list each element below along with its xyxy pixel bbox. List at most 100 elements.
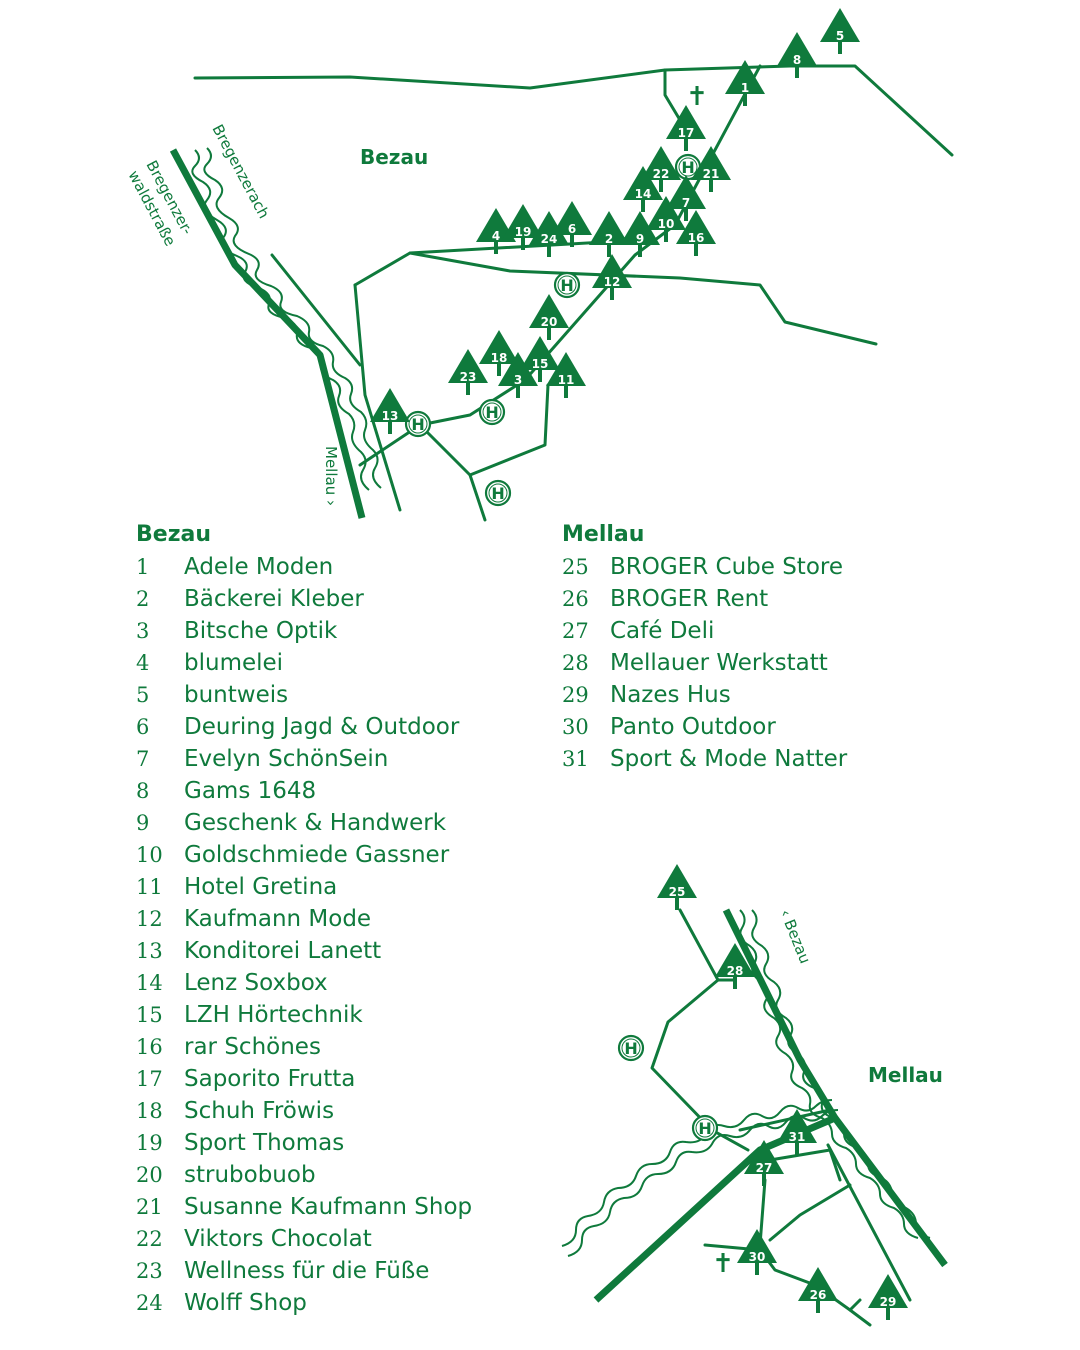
shop-marker-30[interactable]: 30 (737, 1229, 777, 1275)
legend-item-name: Viktors Chocolat (184, 1226, 372, 1252)
shop-marker-15[interactable]: 15 (520, 336, 560, 382)
svg-text:H: H (681, 158, 694, 177)
shop-marker-27[interactable]: 27 (744, 1140, 784, 1186)
legend-item-number: 20 (136, 1163, 163, 1187)
shop-marker-18[interactable]: 18 (479, 330, 519, 376)
shop-marker-6[interactable]: 6 (552, 201, 592, 247)
svg-text:26: 26 (810, 1288, 827, 1302)
bus-stop-icon[interactable]: H (404, 410, 432, 438)
svg-text:9: 9 (636, 232, 644, 246)
shop-marker-19[interactable]: 19 (503, 204, 543, 250)
shop-marker-21[interactable]: 21 (691, 146, 731, 192)
svg-text:17: 17 (678, 126, 695, 140)
legend-item-number: 29 (562, 683, 589, 707)
bezau-town-label: Bezau (360, 145, 428, 169)
svg-text:4: 4 (492, 229, 500, 243)
shop-marker-22[interactable]: 22 (641, 146, 681, 192)
shop-marker-14[interactable]: 14 (623, 166, 663, 212)
legend-item-number: 27 (562, 619, 589, 643)
legend-item[interactable]: 20 strubobuob (136, 1159, 472, 1191)
shop-marker-28[interactable]: 28 (715, 943, 755, 989)
shop-marker-10[interactable]: 10 (646, 196, 686, 242)
bus-stop-icon[interactable]: H (478, 398, 506, 426)
shop-marker-29[interactable]: 29 (868, 1274, 908, 1320)
legend-item-number: 18 (136, 1099, 163, 1123)
shop-marker-17[interactable]: 17 (666, 105, 706, 151)
legend-item-name: Deuring Jagd & Outdoor (184, 714, 460, 740)
legend-item-number: 4 (136, 651, 150, 675)
svg-text:12: 12 (604, 275, 621, 289)
shop-marker-25[interactable]: 25 (657, 864, 697, 910)
shop-marker-7[interactable]: 7 (666, 175, 706, 221)
svg-text:10: 10 (658, 217, 675, 231)
shop-marker-8[interactable]: 8 (777, 32, 817, 78)
shop-marker-24[interactable]: 24 (529, 211, 569, 257)
shop-marker-23[interactable]: 23 (448, 349, 488, 395)
svg-text:25: 25 (669, 885, 686, 899)
bus-stop-icon[interactable]: H (553, 271, 581, 299)
bus-stop-icon[interactable]: H (617, 1034, 645, 1062)
shop-marker-4[interactable]: 4 (476, 208, 516, 254)
shop-marker-11[interactable]: 11 (546, 352, 586, 398)
svg-text:5: 5 (836, 29, 844, 43)
shop-marker-13[interactable]: 13 (370, 388, 410, 434)
legend-item-name: Gams 1648 (184, 778, 317, 804)
legend-item-number: 6 (136, 715, 150, 739)
shop-marker-1[interactable]: 1 (725, 60, 765, 106)
mellau-shop-markers: 25 28 31 27 30 26 29 (657, 864, 908, 1320)
bus-stop-icon[interactable]: H (484, 479, 512, 507)
shop-marker-16[interactable]: 16 (676, 210, 716, 256)
shop-marker-3[interactable]: 3 (498, 352, 538, 398)
svg-text:27: 27 (756, 1161, 773, 1175)
legend-item-number: 19 (136, 1131, 163, 1155)
svg-text:18: 18 (491, 351, 508, 365)
shop-marker-12[interactable]: 12 (592, 254, 632, 300)
shop-marker-9[interactable]: 9 (620, 211, 660, 257)
legend-item-name: Panto Outdoor (610, 714, 776, 740)
legend-item-number: 25 (562, 555, 589, 579)
legend-item-name: strubobuob (184, 1162, 316, 1188)
legend-item-number: 7 (136, 747, 150, 771)
svg-text:H: H (485, 403, 498, 422)
bus-stop-icon[interactable]: H (691, 1114, 719, 1142)
shop-marker-20[interactable]: 20 (529, 294, 569, 340)
legend-item-name: Goldschmiede Gassner (184, 842, 450, 868)
legend-item-number: 9 (136, 811, 150, 835)
shop-marker-2[interactable]: 2 (589, 211, 629, 257)
svg-text:H: H (491, 484, 504, 503)
shop-marker-26[interactable]: 26 (798, 1267, 838, 1313)
legend-item[interactable]: 6 Deuring Jagd & Outdoor (136, 711, 472, 743)
shop-marker-31[interactable]: 31 (777, 1109, 817, 1155)
shop-marker-5[interactable]: 5 (820, 8, 860, 54)
